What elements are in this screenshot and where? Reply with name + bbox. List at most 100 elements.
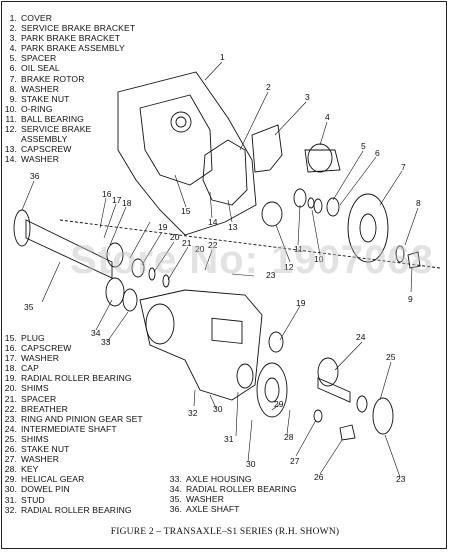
legend-item-label: O-RING xyxy=(21,103,53,114)
legend-item: 15. PLUG xyxy=(0,333,143,343)
park-brake-bracket xyxy=(251,124,283,173)
callout-23a: 23 xyxy=(266,270,276,280)
shims-25 xyxy=(356,395,368,413)
cover-bearing-boss xyxy=(170,111,192,133)
axle-flange xyxy=(13,209,31,247)
o-ring xyxy=(307,197,315,209)
legend-item-number: 30. xyxy=(4,484,17,495)
legend-item-label: RING AND PINION GEAR SET xyxy=(21,413,143,424)
legend-item-label: COVER xyxy=(21,13,53,23)
legend-item-number: 14. xyxy=(4,154,17,165)
legend-item-number: 36. xyxy=(169,504,182,515)
callout-18: 18 xyxy=(122,198,132,208)
legend-item-label: PLUG xyxy=(21,333,45,343)
callout-29: 29 xyxy=(274,399,284,409)
legend-item-number: 10. xyxy=(4,103,17,114)
callouts: 1 2 3 4 5 6 7 8 9 10 11 12 13 14 15 16 1… xyxy=(24,52,421,484)
legend-item-number: 33. xyxy=(169,474,182,484)
callout-16: 16 xyxy=(102,189,112,199)
legend-item-number: 6. xyxy=(9,63,17,74)
legend-item: 12.SERVICE BRAKE xyxy=(0,124,135,134)
callout-15: 15 xyxy=(181,206,191,216)
leaders xyxy=(21,61,419,478)
legend-item-label: INTERMEDIATE SHAFT xyxy=(21,423,117,434)
park-brake-assembly xyxy=(307,143,333,173)
legend-item-label: WASHER xyxy=(21,353,60,364)
legend-item-label: ASSEMBLY xyxy=(21,134,68,145)
legend-item-label: WASHER xyxy=(186,494,225,505)
legend-item: 28.KEY xyxy=(0,464,143,474)
legend-item-number: 2. xyxy=(9,23,17,34)
callout-27: 27 xyxy=(290,456,300,466)
legend-item-number: 32. xyxy=(4,504,17,515)
legend-item: 9. STAKE NUT xyxy=(0,94,135,104)
legend-item-number: 5. xyxy=(9,53,17,64)
cap xyxy=(106,242,124,268)
callout-9: 9 xyxy=(408,294,413,304)
legend-item-number: 20. xyxy=(4,383,17,394)
legend-item-number: 18. xyxy=(4,363,17,374)
cover-inner xyxy=(139,94,213,186)
callout-21: 21 xyxy=(182,238,192,248)
legend-item: 23.RING AND PINION GEAR SET xyxy=(0,414,143,424)
legend-item: 34.RADIAL ROLLER BEARING xyxy=(165,484,297,494)
legend-item-number: 15. xyxy=(4,333,17,343)
cover-plate xyxy=(117,71,257,236)
axle-washer xyxy=(122,288,138,312)
service-brake-assembly xyxy=(261,201,283,227)
legend-item: 30.DOWEL PIN xyxy=(0,484,143,494)
legend-item-label: WASHER xyxy=(21,454,60,465)
callout-26: 26 xyxy=(314,472,324,482)
legend-item-label: AXLE SHAFT xyxy=(186,504,240,515)
legend-item-number: 24. xyxy=(4,423,17,434)
legend-item: 21.SPACER xyxy=(0,394,143,404)
legend-item: 10. O-RING xyxy=(0,104,135,114)
axis-line xyxy=(59,219,441,269)
legend-item: 26. STAKE NUT xyxy=(0,444,143,454)
legend-item-number: 9. xyxy=(9,93,17,104)
legend-item-label: STAKE NUT xyxy=(21,93,70,104)
helical-gear xyxy=(256,362,288,418)
legend-item: 36. AXLE SHAFT xyxy=(165,504,297,514)
legend-item-number: 21. xyxy=(4,393,17,404)
legend-item: 4.PARK BRAKE ASSEMBLY xyxy=(0,43,135,53)
legend-item-number: 31. xyxy=(4,494,17,505)
legend-item: 29.HELICAL GEAR xyxy=(0,474,143,484)
legend-item: 17.WASHER xyxy=(0,353,143,363)
callout-6: 6 xyxy=(375,148,380,158)
callout-4: 4 xyxy=(325,112,330,122)
legend-item-label: STUD xyxy=(21,494,45,505)
service-brake-bracket xyxy=(202,139,248,206)
legend-item-number: 26. xyxy=(4,444,17,455)
legend-item-label: SHIMS xyxy=(21,433,49,444)
legend-item-label: BRAKE ROTOR xyxy=(21,73,85,84)
legend-item: 2.SERVICE BRAKE BRACKET xyxy=(0,23,135,33)
legend-item-number: 8. xyxy=(9,83,17,94)
radial-roller-bearing-19 xyxy=(131,258,145,278)
legend-item-label: STAKE NUT xyxy=(21,444,70,455)
axle-shaft xyxy=(25,219,113,279)
legend-item-label: WASHER xyxy=(21,83,60,94)
callout-11: 11 xyxy=(294,244,303,254)
callout-30b: 30 xyxy=(246,459,256,469)
callout-7: 7 xyxy=(401,162,406,172)
legend-item: 32.RADIAL ROLLER BEARING xyxy=(0,505,143,515)
figure-caption: FIGURE 2 – TRANSAXLE–S1 SERIES (R.H. SHO… xyxy=(110,527,340,537)
legend-item-label: CAPSCREW xyxy=(21,343,72,354)
legend-item-label: BALL BEARING xyxy=(21,113,84,124)
legend-item-label: AXLE HOUSING xyxy=(186,474,252,484)
spacer-21 xyxy=(162,274,170,288)
axle-bearing xyxy=(105,277,125,307)
legend-item-number: 13. xyxy=(4,144,17,155)
spacer xyxy=(326,197,340,217)
radial-roller-bearing-19b xyxy=(268,331,284,353)
callout-3: 3 xyxy=(305,92,310,102)
callout-24: 24 xyxy=(356,332,366,342)
callout-35: 35 xyxy=(24,302,34,312)
callout-8: 8 xyxy=(416,198,421,208)
callout-31: 31 xyxy=(224,434,234,444)
legend-item-number: 27. xyxy=(4,454,17,465)
